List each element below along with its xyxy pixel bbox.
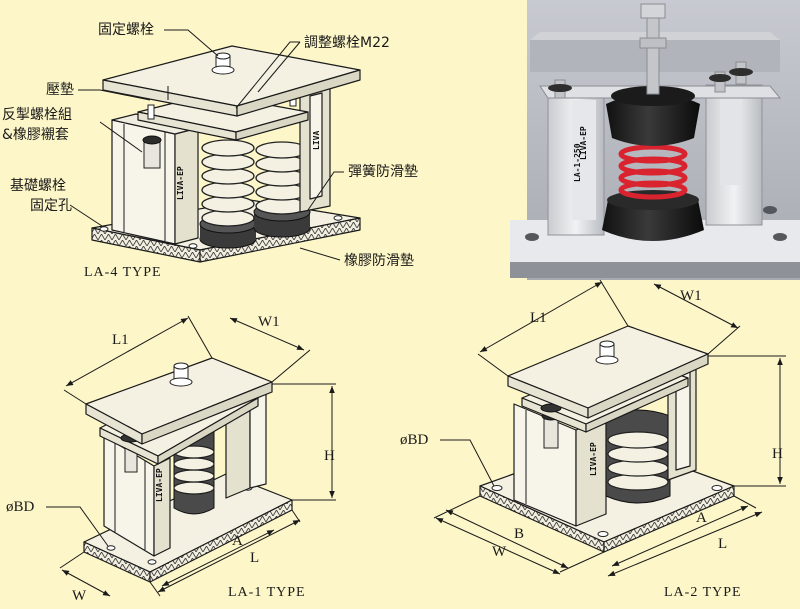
la4-label-foundation-bolt: 基礎螺栓	[10, 177, 66, 194]
la1-dim-w: W	[72, 588, 87, 604]
svg-text:LIVA: LIVA	[312, 131, 321, 150]
la1-dim-h: H	[324, 448, 335, 464]
la2-left-channel: LIVA-EP	[513, 403, 607, 527]
la4-drawing: LIVA-EP	[2, 22, 418, 280]
la4-label-pressure-pad: 壓墊	[46, 82, 74, 98]
la2-dim-l: L	[718, 536, 727, 552]
la1-drawing: LIVA-EP	[6, 314, 336, 604]
la4-type-label: LA-4 TYPE	[84, 265, 162, 280]
la2-dim-a: A	[696, 510, 707, 526]
photo-model-label: LA-1-250	[573, 143, 582, 182]
product-photo: LIVA-EP LA-1-250	[510, 0, 800, 280]
la2-dim-h: H	[772, 446, 783, 462]
la1-dim-bd: øBD	[6, 499, 35, 515]
la4-brand-label: LIVA-EP	[176, 166, 185, 200]
photo-brand-label: LIVA-EP	[579, 126, 588, 160]
la2-brand-label: LIVA-EP	[589, 442, 598, 476]
la4-springs	[199, 139, 311, 249]
la2-right-channel	[667, 361, 697, 481]
la2-dimensions: L1 W1 øBD H B W A L	[400, 279, 786, 577]
la1-type-label: LA-1 TYPE	[228, 585, 306, 600]
la2-dim-b: B	[514, 526, 524, 542]
la2-dim-w: W	[492, 544, 507, 560]
la4-label-fixing-bolt: 固定螺栓	[98, 22, 154, 38]
la1-dimensions: L1 W1 H øBD A L W	[6, 314, 336, 604]
la2-dim-bd: øBD	[400, 432, 429, 448]
la2-drawing: LIVA-EP	[400, 279, 786, 600]
photo-red-spring	[618, 144, 688, 200]
la2-type-label: LA-2 TYPE	[664, 585, 742, 600]
la4-label-spring-pad: 彈簧防滑墊	[348, 163, 418, 180]
la4-label-rubber-bushing: &橡膠襯套	[2, 126, 69, 143]
la4-back-channel: LIVA	[299, 85, 331, 213]
la4-label-adjust-bolt: 調整螺栓M22	[304, 35, 390, 51]
la2-spring	[605, 409, 671, 504]
la4-top-plate	[102, 45, 361, 117]
la1-brand-label: LIVA-EP	[155, 468, 164, 502]
la2-dim-w1: W1	[680, 288, 702, 304]
la4-label-rubber-pad: 橡膠防滑墊	[344, 252, 414, 269]
la2-top-plate	[507, 325, 709, 419]
la2-dim-l1: L1	[530, 310, 547, 326]
la1-dim-l: L	[250, 550, 259, 566]
la1-dim-w1: W1	[258, 314, 280, 330]
la1-spring	[173, 424, 215, 515]
la1-dim-l1: L1	[112, 332, 129, 348]
la4-label-fixing-hole: 固定孔	[30, 198, 72, 214]
la4-front-channel: LIVA-EP	[111, 113, 199, 245]
la4-label-snubber-bolt: 反掣螺栓組	[2, 107, 72, 123]
